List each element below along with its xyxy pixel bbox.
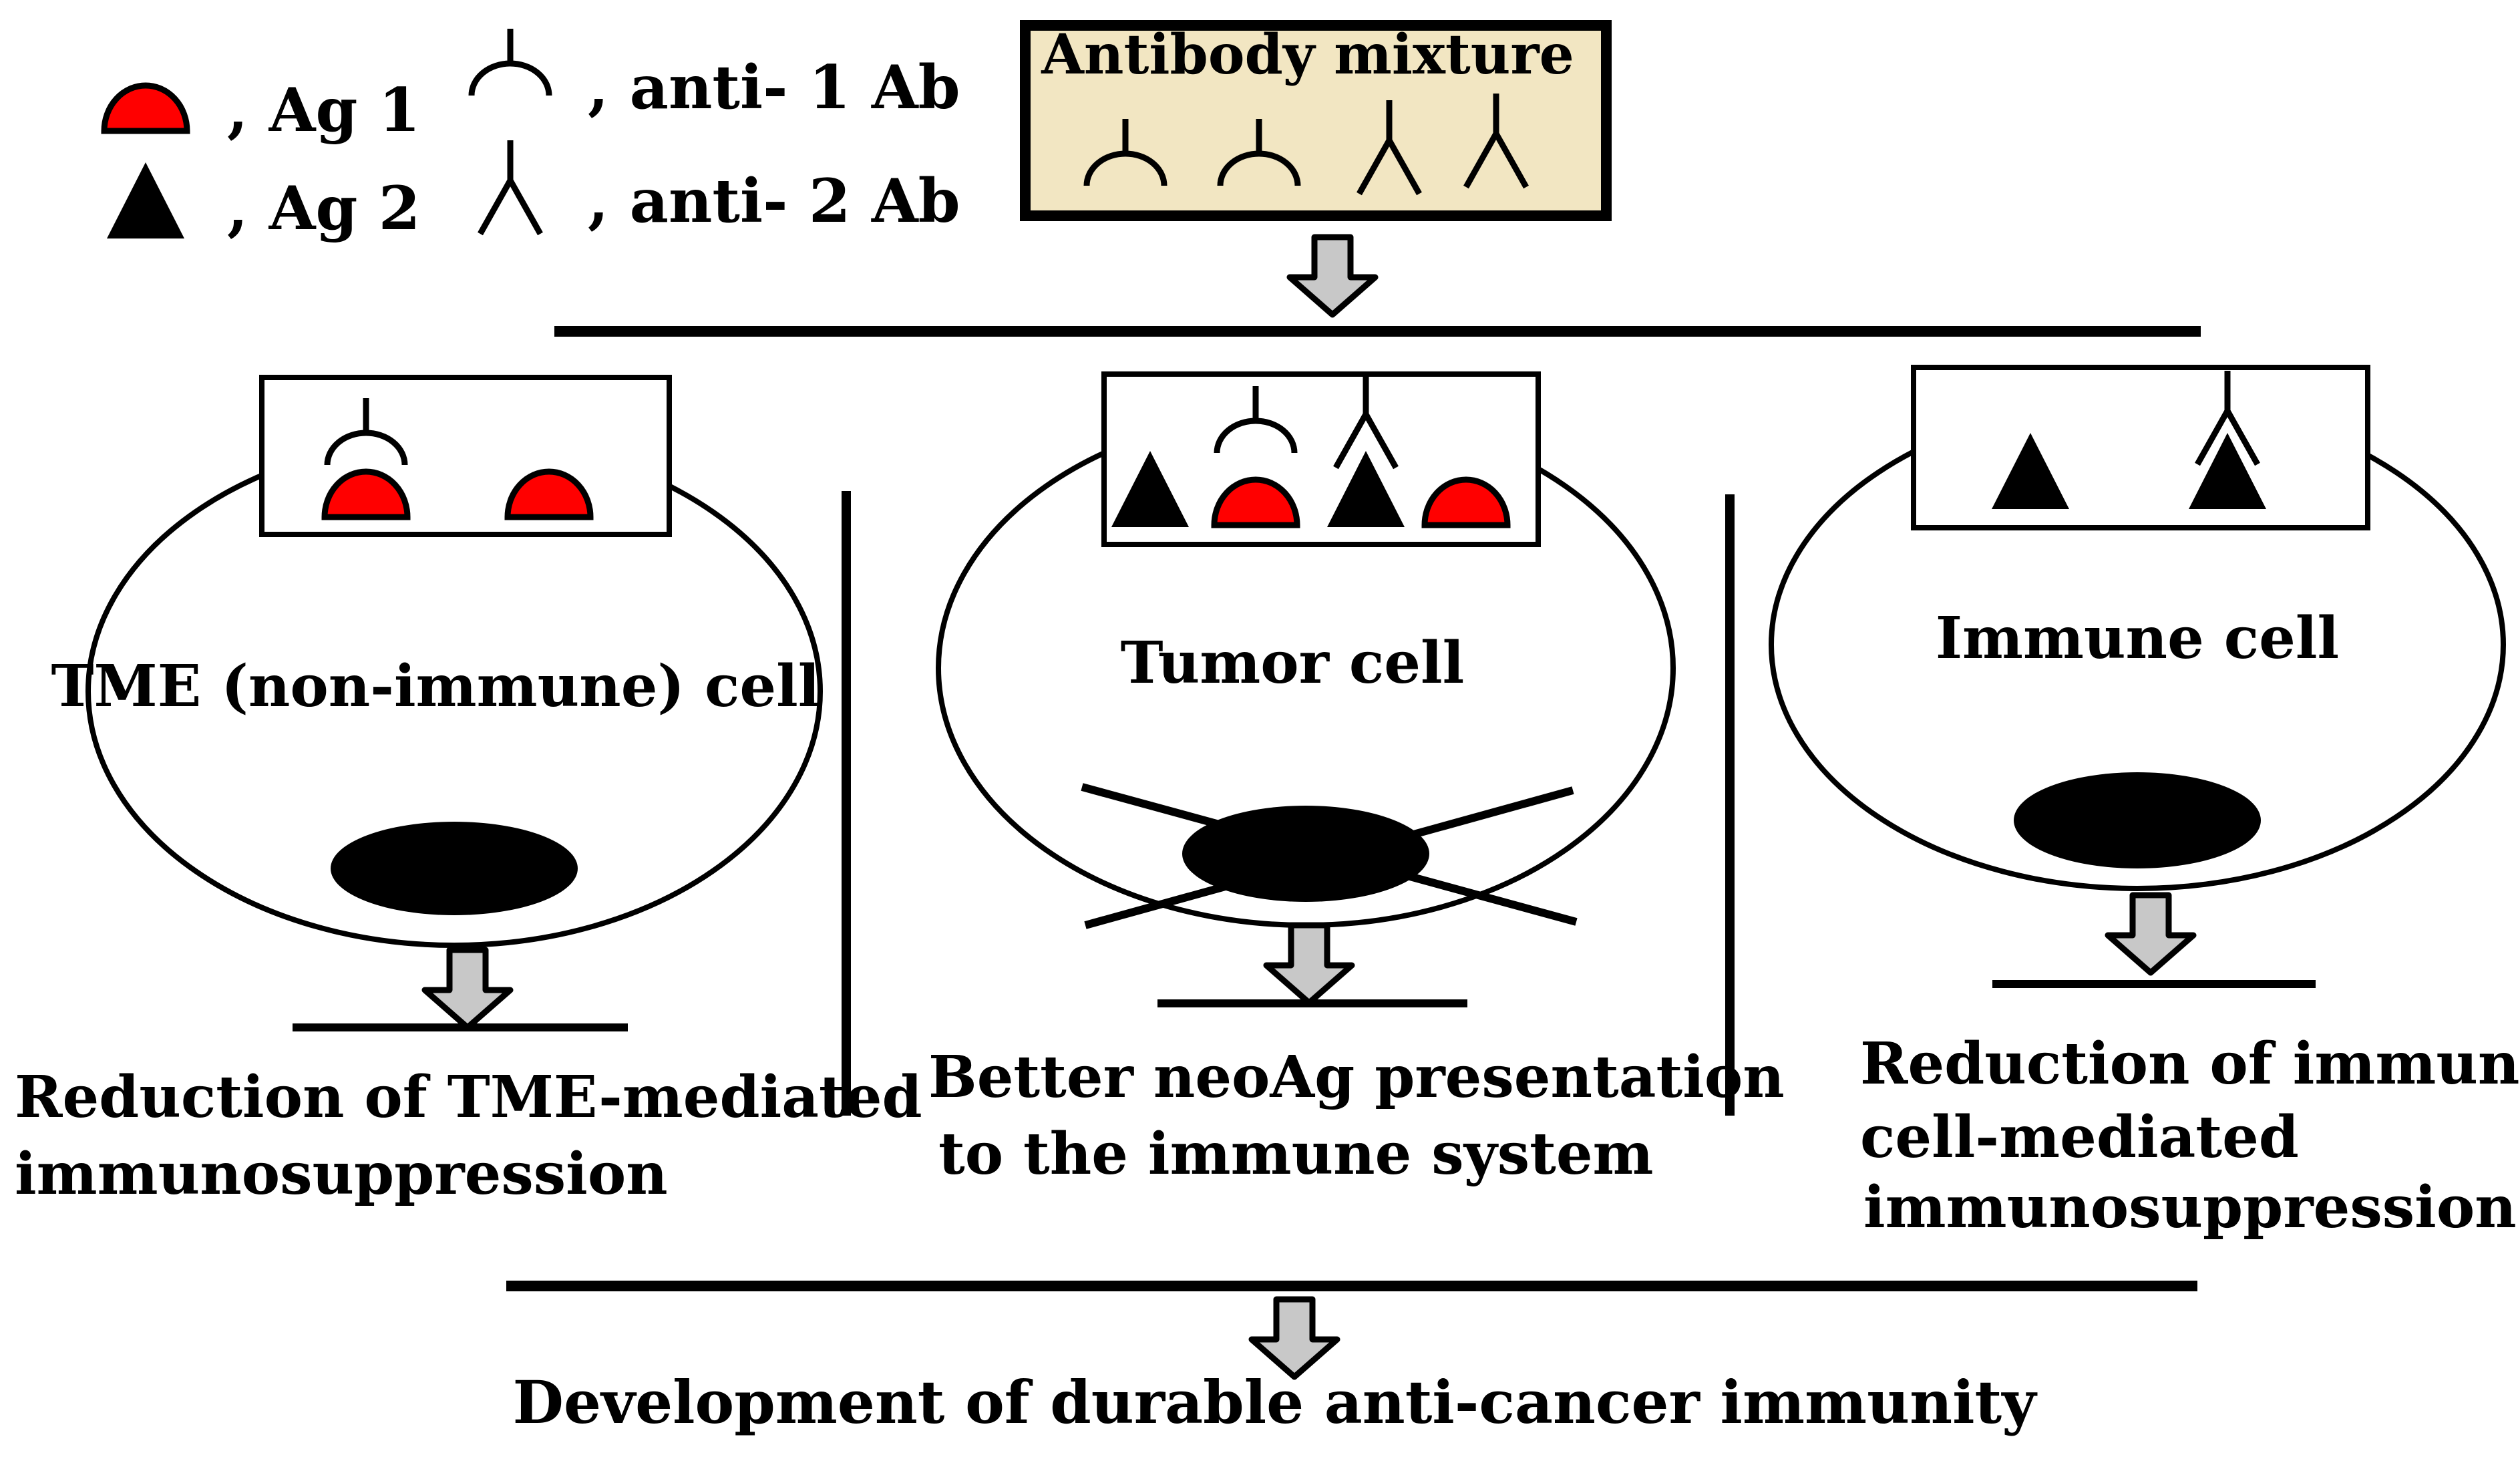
- mixture-box-frame: [1020, 20, 1612, 221]
- tme-down-arrow-icon: [425, 950, 510, 1027]
- immune-cell-label: Immune cell: [1936, 605, 2339, 672]
- immune-outcome-line3: immunosuppression: [1863, 1174, 2517, 1241]
- anti2-antibody-legend-icon: [480, 140, 540, 234]
- tme-outcome-line2: immunosuppression: [15, 1140, 668, 1208]
- immune-outcome-line2: cell-mediated: [1860, 1104, 2299, 1171]
- ag2-legend-icon: [107, 162, 184, 238]
- final-down-arrow-icon: [1252, 1299, 1337, 1377]
- final-outcome-label: Development of durable anti-cancer immun…: [513, 1367, 2038, 1437]
- tumor-cell: Tumor cell Better neoAg presentation to …: [928, 374, 1785, 1188]
- tumor-outcome-line1: Better neoAg presentation: [928, 1043, 1785, 1111]
- tumor-cell-nucleus: [1182, 806, 1429, 902]
- tumor-down-arrow-icon: [1266, 925, 1352, 1003]
- immune-cell: Immune cell Reduction of immune cell-med…: [1769, 365, 2520, 1241]
- mixture-title: Antibody mixture: [1041, 23, 1574, 87]
- ag2-legend-label: , Ag 2: [227, 173, 420, 244]
- tumor-cell-label: Tumor cell: [1121, 629, 1465, 697]
- ag1-legend-label: , Ag 1: [227, 75, 420, 146]
- immune-down-arrow-icon: [2108, 895, 2193, 973]
- immune-surface-inset: [1911, 365, 2370, 530]
- tme-cell: TME (non-immune) cell Reduction of TME-m…: [15, 375, 922, 1208]
- tme-cell-nucleus: [331, 822, 578, 915]
- anti1-legend-label: , anti- 1 Ab: [588, 52, 960, 123]
- tme-cell-label: TME (non-immune) cell: [51, 653, 820, 720]
- ag1-legend-icon: [104, 86, 187, 131]
- mixture-down-arrow-icon: [1290, 237, 1375, 315]
- anti1-antibody-legend-icon: [472, 29, 549, 96]
- immune-outcome-line1: Reduction of immune: [1860, 1030, 2520, 1098]
- tme-outcome-line1: Reduction of TME-mediated: [15, 1064, 922, 1131]
- anti2-legend-label: , anti- 2 Ab: [588, 166, 960, 236]
- legend: , Ag 1 , Ag 2 , anti- 1 Ab , anti- 2 Ab: [104, 29, 960, 244]
- tumor-outcome-line2: to the immune system: [938, 1120, 1654, 1188]
- antibody-mixture-box: Antibody mixture: [1020, 20, 1612, 221]
- immune-cell-nucleus: [2014, 772, 2261, 868]
